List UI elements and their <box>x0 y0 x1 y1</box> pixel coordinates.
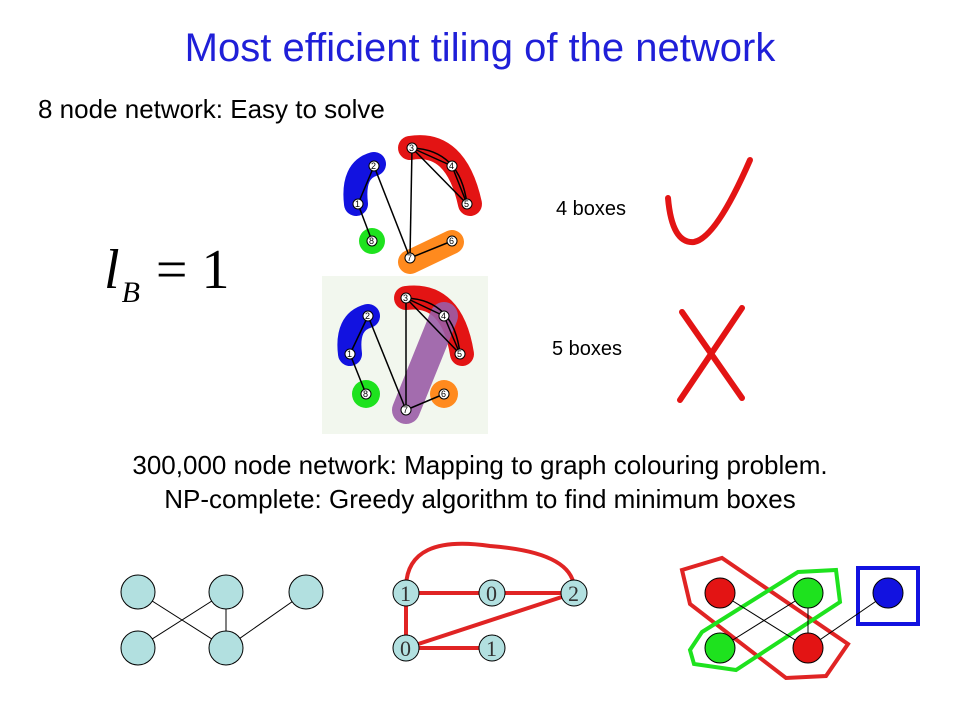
graph-node <box>208 574 244 610</box>
red-box <box>398 135 482 216</box>
node-label-1: 1 <box>355 199 360 209</box>
node-label-8: 8 <box>369 236 374 246</box>
large-network-line-1: 300,000 node network: Mapping to graph c… <box>132 450 828 480</box>
node-label-1: 1 <box>347 349 352 359</box>
colour-label: 0 <box>400 636 411 661</box>
four-boxes-label: 4 boxes <box>556 198 627 220</box>
red-box-outline <box>679 555 851 681</box>
green-box-outline <box>687 567 843 673</box>
node-label-7: 7 <box>407 253 412 263</box>
node-label-8: 8 <box>363 389 368 399</box>
node-label-3: 3 <box>403 293 408 303</box>
graph-node <box>120 630 156 666</box>
node-label-6: 6 <box>441 389 446 399</box>
dual-edge-arc <box>404 541 576 587</box>
graph-node <box>704 632 736 664</box>
formula-value: 1 <box>201 239 230 301</box>
large-network-line-2: NP-complete: Greedy algorithm to find mi… <box>164 484 796 514</box>
five-boxes-label: 5 boxes <box>552 338 623 360</box>
formula-symbol: l <box>104 239 120 301</box>
node-label-4: 4 <box>449 161 454 171</box>
node-label-2: 2 <box>371 161 376 171</box>
orange-box <box>398 230 464 274</box>
check-mark-icon <box>665 157 753 246</box>
graph-node <box>120 574 156 610</box>
graph-node <box>288 574 324 610</box>
blue-box-outline <box>856 566 920 626</box>
graph-node <box>208 630 244 666</box>
four-box-tiling: 1 2 3 4 5 6 7 8 <box>330 135 490 274</box>
colour-label: 2 <box>568 581 579 606</box>
graph-node <box>792 632 824 664</box>
node-label-5: 5 <box>464 199 469 209</box>
box-covering <box>679 555 920 681</box>
small-network-caption: 8 node network: Easy to solve <box>38 94 385 124</box>
colour-label: 1 <box>400 581 411 606</box>
node-label-6: 6 <box>449 236 454 246</box>
five-box-tiling: 1 2 3 4 5 6 7 8 <box>322 276 488 434</box>
node-label-7: 7 <box>403 405 408 415</box>
node-label-2: 2 <box>365 311 370 321</box>
node-label-3: 3 <box>409 143 414 153</box>
graph-node <box>792 577 824 609</box>
cross-mark-icon <box>677 305 745 403</box>
colour-label: 1 <box>486 636 497 661</box>
graph-node <box>872 577 904 609</box>
colour-label: 0 <box>486 581 497 606</box>
example-graph <box>120 574 324 666</box>
formula-equals: = <box>155 239 188 301</box>
box-size-formula: lB =1 <box>104 238 230 309</box>
graph-node <box>704 577 736 609</box>
page-title: Most efficient tiling of the network <box>184 26 776 70</box>
colouring-graph: 1 0 2 0 1 <box>392 541 588 662</box>
formula-subscript: B <box>121 276 140 309</box>
node-label-4: 4 <box>441 311 446 321</box>
node-label-5: 5 <box>457 349 462 359</box>
